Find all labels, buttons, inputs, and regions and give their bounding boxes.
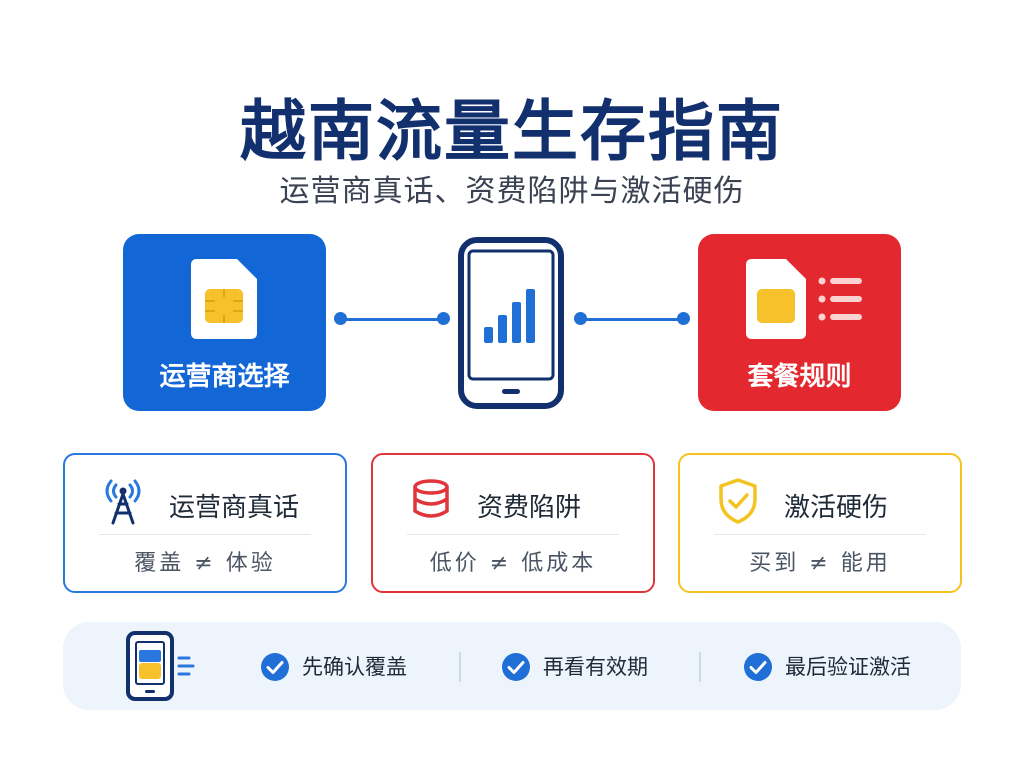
card-body: 买到 ≠ 能用	[749, 551, 891, 576]
connector-dot	[677, 312, 690, 325]
activation-flaw-card: 激活硬伤 买到 ≠ 能用	[678, 453, 962, 593]
step-label: 先确认覆盖	[302, 655, 407, 679]
sim-card-list-icon	[746, 259, 862, 339]
signal-tower-icon	[105, 479, 141, 525]
carrier-choice-label: 运营商选择	[159, 362, 290, 392]
card-divider	[407, 534, 619, 535]
carrier-choice-tile: 运营商选择	[123, 234, 326, 411]
carrier-truth-card: 运营商真话 覆盖 ≠ 体验	[63, 453, 347, 593]
connector-left	[340, 318, 443, 321]
plan-rules-tile: 套餐规则	[698, 234, 901, 411]
card-header: 激活硬伤	[680, 475, 960, 527]
step-label: 再看有效期	[543, 655, 648, 679]
card-header: 资费陷阱	[373, 475, 653, 527]
card-title: 运营商真话	[169, 493, 300, 523]
card-title: 资费陷阱	[477, 493, 582, 523]
card-divider	[714, 534, 926, 535]
plan-rules-label: 套餐规则	[747, 362, 852, 392]
connector-right	[580, 318, 683, 321]
card-title: 激活硬伤	[784, 493, 889, 523]
shield-check-icon	[719, 478, 757, 524]
step-separator	[459, 652, 461, 682]
check-circle-icon	[502, 653, 530, 681]
step-label: 最后验证激活	[785, 655, 911, 679]
tariff-trap-card: 资费陷阱 低价 ≠ 低成本	[371, 453, 655, 593]
connector-dot	[437, 312, 450, 325]
connector-dot	[334, 312, 347, 325]
check-circle-icon	[261, 653, 289, 681]
page-title: 越南流量生存指南	[240, 93, 784, 170]
card-body: 覆盖 ≠ 体验	[134, 551, 276, 576]
checklist-bar: 先确认覆盖 再看有效期 最后验证激活	[63, 622, 961, 710]
card-body: 低价 ≠ 低成本	[429, 551, 597, 576]
card-divider	[99, 534, 311, 535]
step-separator	[699, 652, 701, 682]
card-header: 运营商真话	[65, 475, 345, 527]
check-circle-icon	[744, 653, 772, 681]
page-subtitle: 运营商真话、资费陷阱与激活硬伤	[279, 174, 745, 209]
connector-dot	[574, 312, 587, 325]
phone-sim-icon	[126, 631, 195, 701]
sim-card-icon	[191, 259, 257, 339]
coin-stack-icon	[413, 479, 449, 518]
phone-signal-icon	[458, 237, 564, 409]
